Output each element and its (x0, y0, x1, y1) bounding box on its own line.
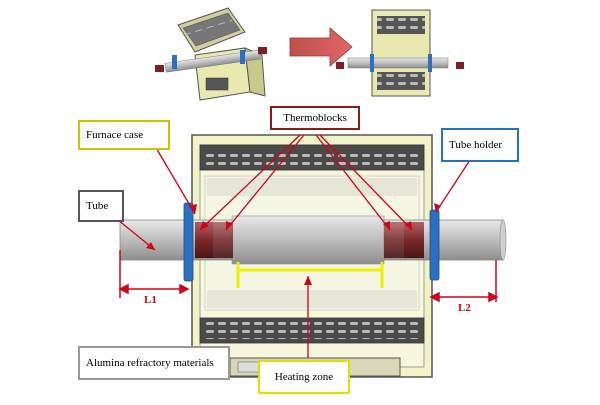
process-tube (119, 215, 507, 265)
furnace-open-illustration (155, 7, 267, 101)
tube-label: Tube (78, 190, 124, 222)
bottom-heating-block (199, 317, 425, 344)
tube-holder-label: Tube holder (441, 128, 519, 162)
heating-zone-line (236, 262, 384, 288)
thermoblock-segments (195, 222, 424, 258)
l1-label: L1 (144, 294, 157, 306)
l2-label: L2 (458, 302, 471, 314)
tube-holders (183, 202, 440, 282)
transition-arrow (289, 27, 353, 67)
dimension-l1 (118, 250, 190, 298)
top-heating-block (199, 144, 425, 171)
dimension-l2 (429, 260, 499, 303)
leader-arrows (117, 134, 471, 358)
alumina-refractory-label: Alumina refractory materials (78, 346, 230, 380)
thermoblocks-label: Thermoblocks (270, 106, 360, 130)
heating-zone-label: Heating zone (258, 360, 350, 394)
furnace-case-label: Furnace case (78, 120, 170, 150)
furnace-closed-illustration (336, 9, 464, 97)
leader-arrowheads (146, 203, 441, 285)
